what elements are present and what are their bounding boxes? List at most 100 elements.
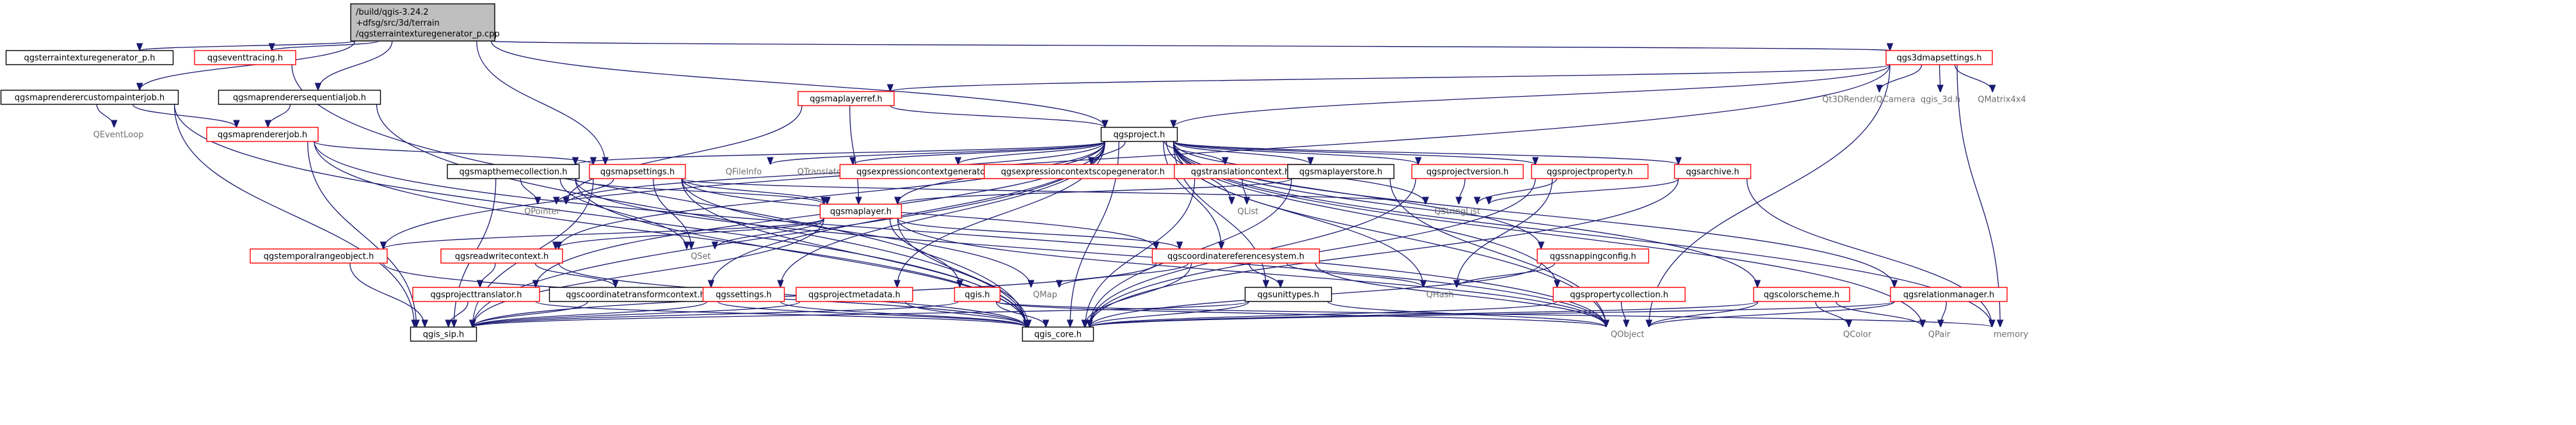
edge-custompainter-to-qeventloop (96, 104, 114, 128)
node-box (250, 248, 388, 264)
edge-projmetadata-to-qgis_core (904, 301, 1028, 328)
node-qgsmaprendererjob-h[interactable]: qgsmaprendererjob.h (206, 127, 319, 142)
node-box (1753, 287, 1850, 302)
edge-s3dmap-to-qobject (1649, 64, 1891, 327)
node-label: qgscolorscheme.h (1764, 291, 1839, 300)
edge-themecollection-to-qobject (575, 178, 1606, 327)
node-qgsexpressioncontextgenerator-h[interactable]: qgsexpressioncontextgenerator.h (839, 164, 1013, 179)
edge-project-to-themecollection (575, 141, 1106, 165)
node-qgsunittypes-h[interactable]: qgsunittypes.h (1244, 287, 1332, 302)
node-qgsprojectproperty-h[interactable]: qgsprojectproperty.h (1531, 164, 1649, 179)
edge-readwrite-to-qgis_core (558, 262, 1027, 328)
node-qstringlist: QStringList (1434, 207, 1480, 217)
node-label: qgsexpressioncontextgenerator.h (856, 168, 996, 177)
edge-layerref-to-qpointer (566, 105, 803, 204)
node-qgssettings-h[interactable]: qgssettings.h (702, 287, 785, 302)
edge-maplayer-to-qset (715, 218, 825, 250)
node-box (440, 248, 563, 264)
edge-snapping-to-qhash (1457, 262, 1555, 288)
node-label: qgsmaplayer.h (830, 207, 892, 217)
node-label: qgsprojecttranslator.h (431, 291, 522, 300)
node-box (1537, 248, 1649, 264)
node-label: qgsmaprenderersequentialjob.h (233, 93, 366, 103)
node-label: qgis_sip.h (423, 330, 464, 340)
node-label: qgsprojectversion.h (1427, 168, 1508, 177)
node-qgsmaplayerstore-h[interactable]: qgsmaplayerstore.h (1287, 164, 1395, 179)
node-qgis-core-h[interactable]: qgis_core.h (1021, 326, 1094, 342)
edge-mapsettings-to-qmap (681, 178, 1031, 287)
edge-root-to-s3dmap (490, 40, 1891, 51)
edge-s3dmap-to-temporal (383, 64, 1891, 249)
edge-project-to-exprgen (958, 141, 1106, 165)
node-box (1021, 326, 1094, 342)
edge-maplayer-to-qgis_core (897, 218, 1028, 327)
node-qgis-sip-h[interactable]: qgis_sip.h (410, 326, 477, 342)
node-qgsmapthemecollection-h[interactable]: qgsmapthemecollection.h (447, 164, 580, 179)
node-box (412, 287, 540, 302)
edge-root-to-eventtracing (272, 40, 380, 51)
edge-projtranslator-to-qgis_sip (449, 301, 468, 328)
node-box (218, 90, 381, 105)
edge-s3dmap-to-layerref (890, 64, 1891, 92)
node-qgseventtracing-h[interactable]: qgseventtracing.h (194, 50, 296, 65)
edge-archive-to-qgis_core (1090, 178, 1679, 327)
node-label: qgsprojectmetadata.h (808, 291, 900, 300)
node-qgis-h[interactable]: qgis.h (954, 287, 1001, 302)
node-label: qgscoordinatereferencesystem.h (1167, 252, 1304, 262)
node-qgsexpressioncontextscopegenerator-h[interactable]: qgsexpressioncontextscopegenerator.h (984, 164, 1182, 179)
node-label: qgsexpressioncontextscopegenerator.h (1001, 168, 1165, 177)
node-qgsproject-h[interactable]: qgsproject.h (1100, 127, 1178, 142)
node-label: qgssettings.h (716, 291, 772, 300)
node-qgscolorscheme-h[interactable]: qgscolorscheme.h (1753, 287, 1850, 302)
node-qgssnappingconfig-h[interactable]: qgssnappingconfig.h (1537, 248, 1649, 264)
edge-projversion-to-qstringlist (1459, 178, 1466, 204)
node-box (1885, 50, 1993, 65)
node-qgspropertycollection-h[interactable]: qgspropertycollection.h (1553, 287, 1686, 302)
node-qgsrelationmanager-h[interactable]: qgsrelationmanager.h (1890, 287, 2008, 302)
node-qgsprojectversion-h[interactable]: qgsprojectversion.h (1411, 164, 1524, 179)
node-box (410, 326, 477, 342)
node-label: Qt3DRender/QCamera (1822, 95, 1916, 105)
node-label: QColor (1843, 330, 1872, 340)
edge-projmetadata-to-qgis_sip (473, 301, 801, 328)
node-qgsmaprenderercustompainterjob-h[interactable]: qgsmaprenderercustompainterjob.h (0, 90, 179, 105)
node-qgscoordinatereferencesystem-h[interactable]: qgscoordinatereferencesystem.h (1151, 248, 1320, 264)
node-qfileinfo: QFileInfo (726, 168, 762, 177)
edge-custompainter-to-qgis_sip (173, 104, 415, 327)
node-box (589, 164, 686, 179)
node-box (1890, 287, 2008, 302)
node-qgstranslationcontext-h[interactable]: qgstranslationcontext.h (1174, 164, 1307, 179)
node-qgstemporalrangeobject-h[interactable]: qgstemporalrangeobject.h (250, 248, 388, 264)
edge-project-to-layerstore (1172, 141, 1311, 165)
edge-project-to-projproperty (1172, 141, 1536, 165)
root-node[interactable]: /build/qgis-3.24.2 +dfsg/src/3d/terrain … (350, 3, 500, 42)
node-qgscoordinatetransformcontext-h[interactable]: qgscoordinatetransformcontext.h (548, 287, 723, 302)
node-qgsmaprenderersequentialjob-h[interactable]: qgsmaprenderersequentialjob.h (218, 90, 381, 105)
node-qgsarchive-h[interactable]: qgsarchive.h (1674, 164, 1752, 179)
node-qgsprojectmetadata-h[interactable]: qgsprojectmetadata.h (796, 287, 913, 302)
node-box (447, 164, 580, 179)
node-qgs3dmapsettings-h[interactable]: qgs3dmapsettings.h (1885, 50, 1993, 65)
edge-root-to-custompainter (140, 40, 356, 91)
node-qgis-3d-h: qgis_3d.h (1921, 95, 1960, 105)
edge-maplayer-to-readwrite (556, 218, 825, 250)
edge-mapsettings-to-qgis_core (681, 178, 1027, 327)
edge-crs-to-qgis_core (1085, 262, 1192, 327)
node-qgsmapsettings-h[interactable]: qgsmapsettings.h (589, 164, 686, 179)
edge-project-to-qfileinfo (771, 141, 1106, 165)
edge-root-to-sequential (318, 40, 393, 91)
node-qgsreadwritecontext-h[interactable]: qgsreadwritecontext.h (440, 248, 563, 264)
node-qgsmaplayer-h[interactable]: qgsmaplayer.h (819, 204, 902, 219)
node-label: qgspropertycollection.h (1570, 291, 1668, 300)
node-label: QPair (1928, 330, 1951, 340)
node-qeventloop: QEventLoop (93, 131, 144, 140)
edge-projproperty-to-qstringlist (1477, 178, 1557, 205)
node-qgsmaplayerref-h[interactable]: qgsmaplayerref.h (797, 91, 895, 106)
node-qgsterraintexturegenerator-p-h[interactable]: qgsterraintexturegenerator_p.h (5, 50, 174, 65)
node-qgsprojecttranslator-h[interactable]: qgsprojecttranslator.h (412, 287, 540, 302)
node-label: QMap (1033, 291, 1057, 300)
edge-rendererjob-to-mapsettings (314, 141, 593, 165)
nodes-layer: /build/qgis-3.24.2 +dfsg/src/3d/terrain … (0, 3, 2028, 342)
node-label: QMatrix4x4 (1978, 95, 2026, 105)
